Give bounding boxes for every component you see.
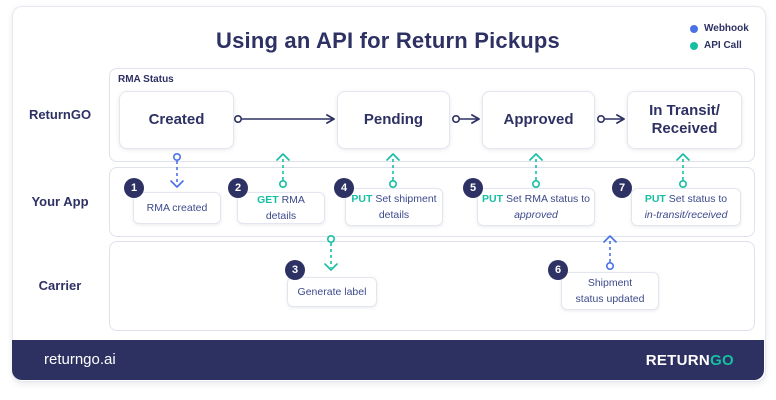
footer-url: returngo.ai <box>44 351 116 368</box>
step-2-content: GET RMA details <box>241 192 321 224</box>
api-connector-step-3 <box>324 235 338 271</box>
step-7-badge: 7 <box>612 178 632 198</box>
transition-approved-to-in-transit <box>596 114 625 124</box>
transition-pending-to-approved <box>451 114 480 124</box>
footer-bar: returngo.ai RETURNGO <box>12 340 764 380</box>
step-7-emphasis: in-transit/received <box>644 209 728 221</box>
legend-label-api-call: API Call <box>704 40 742 51</box>
step-1-text: RMA created <box>146 202 208 214</box>
step-2-badge: 2 <box>228 178 248 198</box>
legend-label-webhook: Webhook <box>704 23 749 34</box>
step-5-verb: PUT <box>482 193 504 205</box>
step-2-verb: GET <box>257 194 279 206</box>
step-5-box: PUT Set RMA status to approved <box>477 188 595 226</box>
step-1-box: RMA created <box>133 192 221 224</box>
step-3-text: Generate label <box>297 286 367 298</box>
webhook-connector-step-1 <box>170 153 184 188</box>
step-7-content: PUT Set status to in-transit/received <box>645 191 728 223</box>
webhook-dot-icon <box>690 24 698 33</box>
logo-accent-text: GO <box>710 352 734 369</box>
legend-item-webhook: Webhook <box>690 20 749 37</box>
state-in-transit-received: In Transit/ Received <box>627 91 742 149</box>
returngo-logo: RETURNGO <box>646 352 734 369</box>
page-title: Using an API for Return Pickups <box>216 28 560 53</box>
api-connector-step-4 <box>386 153 400 189</box>
legend: Webhook API Call <box>690 20 749 54</box>
lane-label-carrier: Carrier <box>38 278 82 293</box>
state-pending: Pending <box>337 91 450 149</box>
step-4-box: PUT Set shipment details <box>345 188 443 226</box>
step-5-emphasis: approved <box>514 209 558 221</box>
step-3-box: Generate label <box>287 277 377 307</box>
lane-label-your-app: Your App <box>31 194 89 209</box>
state-created: Created <box>119 91 234 149</box>
logo-main-text: RETURN <box>645 352 711 369</box>
api-call-dot-icon <box>690 41 698 50</box>
step-7-box: PUT Set status to in-transit/received <box>631 188 741 226</box>
state-approved: Approved <box>482 91 595 149</box>
step-5-content: PUT Set RMA status to approved <box>482 191 590 223</box>
step-1-badge: 1 <box>124 178 144 198</box>
step-6-text: Shipment status updated <box>575 277 645 305</box>
api-connector-step-7 <box>676 153 690 189</box>
step-2-box: GET RMA details <box>237 192 325 224</box>
legend-item-api-call: API Call <box>690 37 749 54</box>
step-4-text: Set shipment details <box>375 193 437 221</box>
api-connector-step-2 <box>276 153 290 189</box>
step-6-box: Shipment status updated <box>561 272 659 310</box>
step-3-badge: 3 <box>285 260 305 280</box>
step-7-text: Set status to <box>668 193 728 205</box>
lane-label-returngo: ReturnGO <box>28 107 92 122</box>
step-6-badge: 6 <box>548 260 568 280</box>
step-7-verb: PUT <box>644 193 666 205</box>
step-4-badge: 4 <box>334 178 354 198</box>
step-4-content: PUT Set shipment details <box>349 191 439 223</box>
step-5-badge: 5 <box>463 178 483 198</box>
webhook-connector-step-6 <box>603 235 617 270</box>
step-2-text: RMA details <box>265 194 305 222</box>
transition-created-to-pending <box>234 114 335 124</box>
rma-status-caption: RMA Status <box>118 74 174 85</box>
step-5-text: Set RMA status to <box>505 193 590 205</box>
step-4-verb: PUT <box>351 193 373 205</box>
api-connector-step-5 <box>529 153 543 189</box>
